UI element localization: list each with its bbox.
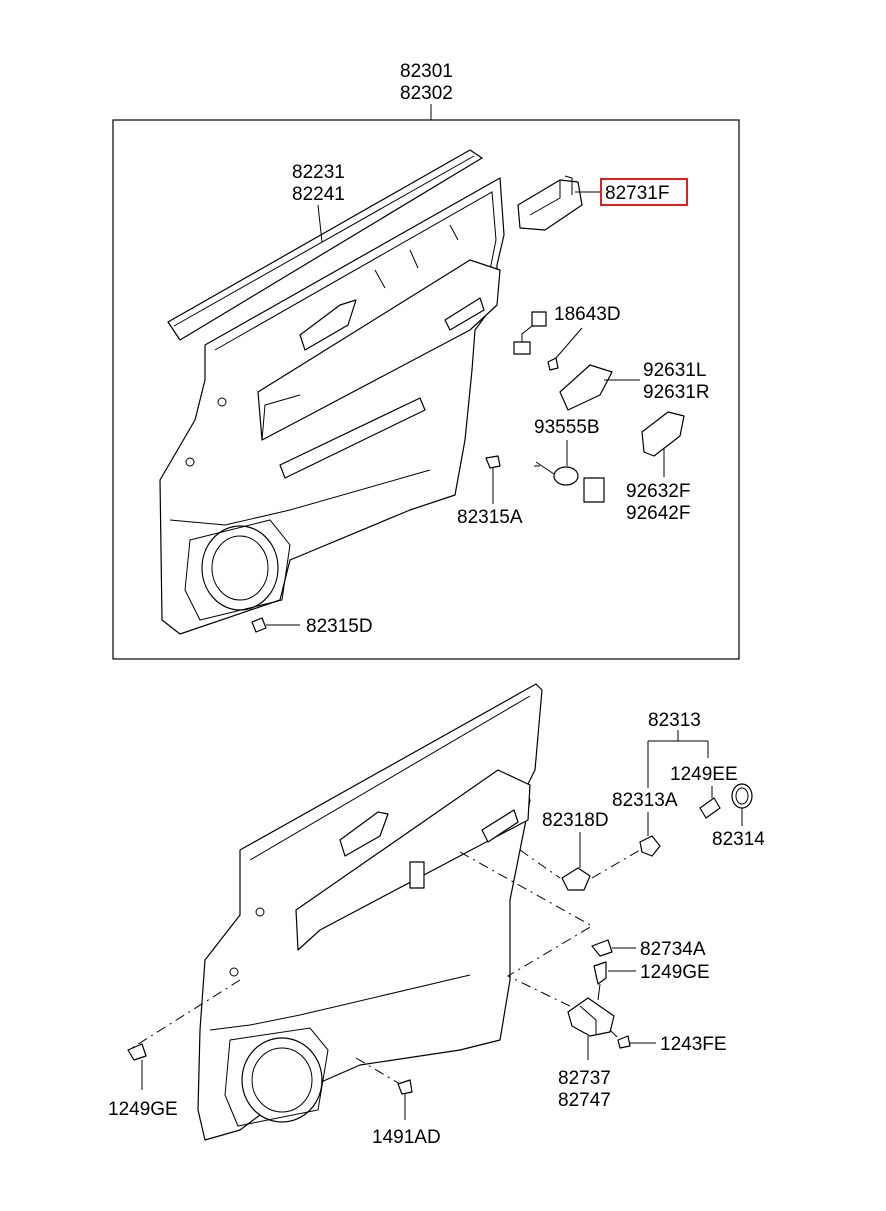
dash-handle-to-retainer (591, 849, 641, 879)
label-93555B[interactable]: 93555B (534, 417, 600, 438)
label-18643D[interactable]: 18643D (554, 304, 621, 325)
highlight-box-82731F (600, 178, 688, 206)
screw-1249GE-right-part (593, 961, 607, 985)
label-1249GE-right[interactable]: 1249GE (640, 962, 710, 983)
leader-18643D (555, 327, 583, 359)
upper-assembly-frame (112, 119, 740, 660)
label-82301[interactable]: 82301 (400, 61, 453, 82)
screw-1249EE-part (699, 797, 721, 819)
label-92631L[interactable]: 92631L (643, 360, 706, 381)
lamp-part (534, 461, 605, 503)
dash-panel-to-retainer (519, 849, 561, 879)
label-82302[interactable]: 82302 (400, 83, 453, 104)
label-92642F[interactable]: 92642F (626, 503, 690, 524)
grommet-82734A-part (591, 939, 613, 957)
label-82315D[interactable]: 82315D (306, 616, 373, 637)
label-82231[interactable]: 82231 (292, 162, 345, 183)
weatherstrip-part (167, 149, 483, 341)
label-1249EE[interactable]: 1249EE (670, 764, 738, 785)
pocket-part (517, 175, 583, 231)
screw-1243FE-part (617, 1035, 631, 1049)
label-82731F[interactable]: 82731F (605, 183, 669, 204)
clip-82315A-part (485, 455, 501, 469)
label-82747[interactable]: 82747 (558, 1090, 611, 1111)
label-92632F[interactable]: 92632F (626, 481, 690, 502)
label-82737[interactable]: 82737 (558, 1068, 611, 1089)
leader-82313-bracket (647, 730, 709, 788)
leader-82231 (317, 204, 323, 243)
handle-82313A-part (639, 835, 661, 857)
clip-1491AD-part (397, 1079, 413, 1095)
label-82314[interactable]: 82314 (712, 829, 765, 850)
label-82313[interactable]: 82313 (648, 710, 701, 731)
bulb-socket-part (513, 311, 559, 371)
dash-panel-to-bracket (459, 851, 593, 1011)
cover-part (641, 411, 685, 457)
lens-part (559, 364, 613, 411)
label-82734A[interactable]: 82734A (640, 939, 706, 960)
label-82318D[interactable]: 82318D (542, 810, 609, 831)
clip-82315D-part (251, 617, 267, 633)
upper-assembly: 82301 82302 82231 82241 (112, 61, 740, 660)
label-1491AD[interactable]: 1491AD (372, 1127, 441, 1148)
screw-1249GE-left-part (127, 1043, 147, 1061)
label-1249GE-left[interactable]: 1249GE (108, 1099, 178, 1120)
lower-assembly: 82313 1249EE 82314 82313A 82318D 82734A … (108, 683, 765, 1148)
door-trim-panel-lower (197, 683, 543, 1141)
label-82241[interactable]: 82241 (292, 184, 345, 205)
label-1243FE[interactable]: 1243FE (660, 1034, 727, 1055)
label-82315A[interactable]: 82315A (457, 507, 523, 528)
label-82313A[interactable]: 82313A (612, 790, 678, 811)
dash-to-1491AD (355, 1057, 401, 1085)
retainer-82318D-part (561, 867, 591, 891)
door-trim-panel (159, 177, 505, 635)
bracket-82737-part (567, 997, 615, 1037)
label-92631R[interactable]: 92631R (643, 382, 710, 403)
